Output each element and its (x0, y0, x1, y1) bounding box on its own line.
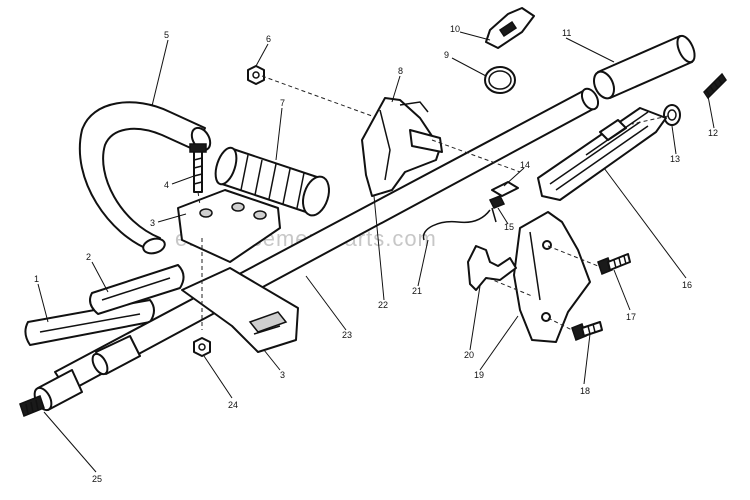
callout-6: 6 (266, 34, 271, 44)
callout-5: 5 (164, 30, 169, 40)
handle-clamp-lower (181, 267, 299, 353)
shaft-sleeve (592, 34, 696, 100)
shaft-end-coupling (19, 369, 83, 417)
callout-13: 13 (670, 154, 680, 164)
throttle-slide-channel (537, 107, 667, 201)
callout-12: 12 (708, 128, 718, 138)
callout-4: 4 (164, 180, 169, 190)
hex-nut-bottom (193, 337, 211, 357)
callout-16: 16 (682, 280, 692, 290)
callout-22: 22 (378, 300, 388, 310)
hex-nut-top (247, 65, 265, 85)
callout-20: 20 (464, 350, 474, 360)
callout-23: 23 (342, 330, 352, 340)
cover-screw-lower (571, 321, 603, 341)
housing-side-cover (513, 211, 591, 343)
callout-14: 14 (520, 160, 530, 170)
pivot-pin (488, 195, 506, 223)
housing-half-upper (89, 264, 185, 315)
assembly-alignment-lines (197, 75, 669, 331)
collar-nut (663, 104, 681, 126)
callout-8: 8 (398, 66, 403, 76)
callout-21: 21 (412, 286, 422, 296)
rubber-grip (214, 146, 330, 217)
callout-11: 11 (562, 28, 571, 38)
drive-shaft-tube (54, 87, 600, 393)
callout-17: 17 (626, 312, 636, 322)
callout-25: 25 (92, 474, 102, 484)
callout-2: 2 (86, 252, 91, 262)
callout-3-lower: 3 (280, 370, 285, 380)
hanger-bracket (485, 7, 535, 49)
lockout-button (491, 181, 519, 197)
throttle-trigger (467, 245, 517, 291)
throttle-housing (361, 97, 443, 197)
callout-3-upper: 3 (150, 218, 155, 228)
clamp-screw (189, 143, 207, 193)
callout-leader-lines (37, 31, 715, 473)
callout-7: 7 (280, 98, 285, 108)
handle-clamp-upper (177, 189, 281, 263)
callout-15: 15 (504, 222, 514, 232)
throttle-spring (703, 72, 727, 100)
callout-19: 19 (474, 370, 484, 380)
callout-9: 9 (444, 50, 449, 60)
callout-10: 10 (450, 24, 460, 34)
callout-24: 24 (228, 400, 238, 410)
callout-18: 18 (580, 386, 590, 396)
ring-clamp (484, 66, 516, 94)
cover-screw-upper (597, 253, 631, 275)
callout-1: 1 (34, 274, 39, 284)
wire-spring (422, 209, 491, 241)
callout-numbers: 1 2 3 3 4 5 6 7 8 9 10 11 12 13 14 15 16… (34, 24, 718, 484)
